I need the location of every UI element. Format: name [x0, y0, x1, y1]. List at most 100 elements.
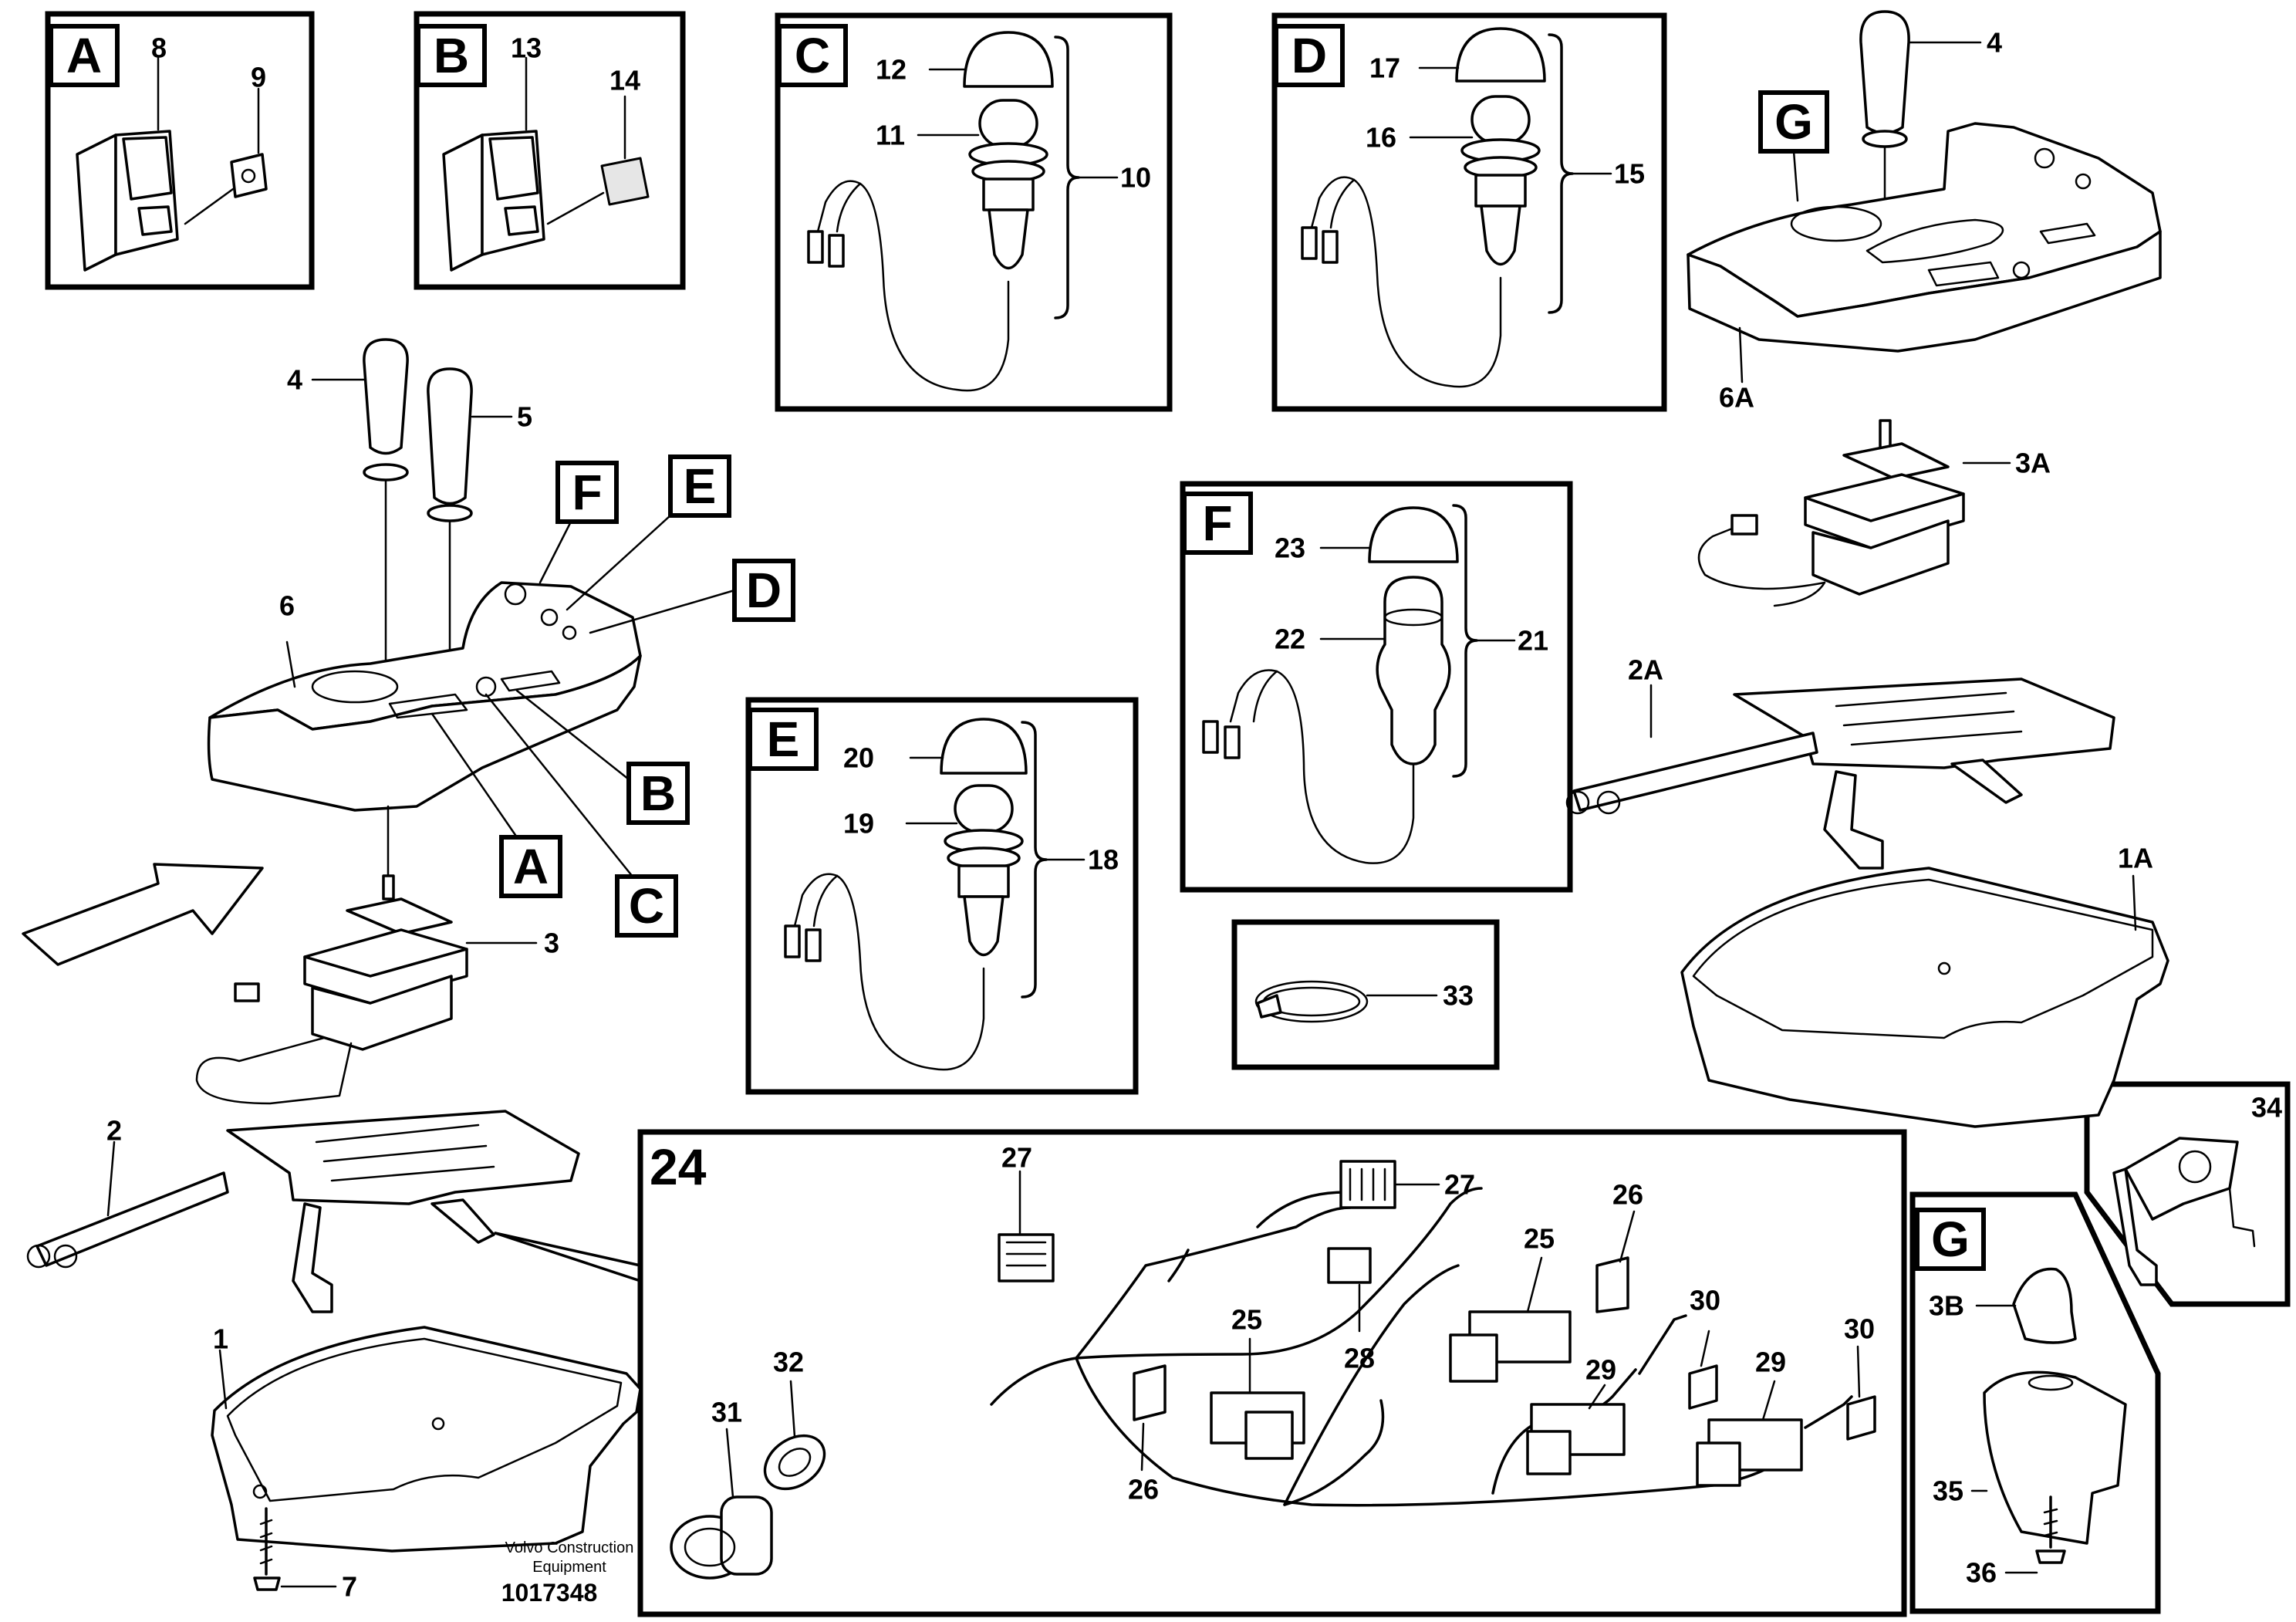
bracket-34-icon — [2112, 1137, 2256, 1286]
right-letter-g: G — [1774, 94, 1813, 150]
tray-1-icon — [211, 1326, 642, 1553]
joystick-3-icon — [303, 874, 468, 1051]
callout-29-a: 29 — [1585, 1354, 1616, 1386]
right-assembly: 4 G 6A 3A — [1565, 10, 2169, 1128]
callout-36: 36 — [1966, 1557, 1997, 1589]
callout-17: 17 — [1369, 52, 1400, 84]
company-line-1: Volvo Construction — [505, 1539, 634, 1556]
callout-16: 16 — [1366, 122, 1396, 154]
callout-21: 21 — [1518, 625, 1548, 657]
screw-7-icon — [253, 1507, 281, 1591]
main-assembly: 4 5 6 F E D B A C — [22, 338, 795, 1603]
plug-26-b-icon — [1133, 1364, 1167, 1421]
lock-symbol-9-icon — [230, 153, 268, 198]
inset-f: F 23 22 21 — [1180, 481, 1573, 893]
callout-29-b: 29 — [1755, 1347, 1786, 1378]
bracket-2-icon — [26, 1110, 580, 1313]
knob-22-icon — [1376, 576, 1451, 765]
main-letter-a: A — [513, 839, 549, 894]
callout-15: 15 — [1614, 158, 1645, 190]
inset-g-letter: G — [1931, 1211, 1970, 1267]
knob-3b-icon — [2012, 1267, 2077, 1344]
callout-3: 3 — [544, 928, 559, 959]
callout-23: 23 — [1275, 532, 1305, 564]
callout-10: 10 — [1120, 162, 1151, 194]
plug-30-b-icon — [1846, 1395, 1876, 1441]
push-button-11-icon — [968, 99, 1048, 270]
callout-35: 35 — [1933, 1475, 1963, 1507]
inset-f-letter: F — [1202, 495, 1232, 551]
grommet-32-icon — [763, 1434, 826, 1491]
push-button-19-icon — [944, 784, 1024, 957]
inset-a: A 8 9 — [45, 11, 315, 290]
direction-arrow-icon — [22, 863, 264, 966]
callout-27-b: 27 — [1444, 1169, 1475, 1201]
callout-31: 31 — [711, 1397, 742, 1428]
callout-22: 22 — [1275, 623, 1305, 655]
tray-1a-icon — [1680, 867, 2169, 1128]
console-6a-icon — [1687, 122, 2162, 353]
decal-14-icon — [600, 157, 650, 206]
cap-20-icon — [940, 718, 1028, 775]
cap-12-icon — [963, 31, 1054, 88]
cap-17-icon — [1455, 27, 1546, 83]
callout-11: 11 — [876, 120, 905, 151]
callout-28: 28 — [1344, 1343, 1375, 1374]
callout-5: 5 — [517, 401, 532, 433]
connector-28-icon — [1327, 1247, 1372, 1284]
inset-bracket: 34 — [2084, 1081, 2291, 1307]
callout-1a: 1A — [2118, 843, 2153, 874]
callout-1: 1 — [213, 1323, 228, 1355]
callout-7: 7 — [342, 1571, 357, 1603]
plug-30-a-icon — [1688, 1364, 1718, 1410]
connector-27-a-icon — [998, 1233, 1055, 1282]
callout-9: 9 — [251, 62, 266, 93]
callout-3a: 3A — [2015, 448, 2051, 479]
inset-a-letter: A — [66, 28, 102, 83]
inset-c-letter: C — [795, 28, 830, 83]
callout-20: 20 — [843, 742, 874, 774]
callout-18: 18 — [1088, 844, 1119, 876]
inset-cable-tie: 33 — [1231, 919, 1500, 1070]
push-button-16-icon — [1460, 95, 1541, 266]
inset-e: E 20 19 18 — [745, 697, 1139, 1095]
callout-6: 6 — [279, 590, 295, 622]
footer: Volvo Construction Equipment 1017348 — [501, 1539, 634, 1607]
callout-3b: 3B — [1929, 1290, 1964, 1322]
inset-b: B 13 14 — [414, 11, 686, 290]
callout-27-a: 27 — [1001, 1142, 1032, 1174]
connector-29-a-icon — [1526, 1403, 1626, 1475]
callout-19: 19 — [843, 808, 874, 840]
callout-4: 4 — [287, 364, 302, 396]
plug-26-a-icon — [1595, 1256, 1629, 1313]
main-letter-b: B — [640, 765, 676, 821]
callout-33: 33 — [1443, 980, 1474, 1012]
screw-36-icon — [2035, 1495, 2066, 1564]
callout-25-a: 25 — [1524, 1223, 1555, 1255]
callout-8: 8 — [151, 32, 167, 64]
callout-13: 13 — [511, 32, 542, 64]
console-6-icon — [207, 581, 642, 812]
company-line-2: Equipment — [532, 1559, 606, 1576]
knob-4-icon — [363, 338, 409, 482]
inset-g: G 3B 35 36 — [1909, 1191, 2161, 1614]
callout-2a: 2A — [1628, 654, 1663, 686]
callout-6a: 6A — [1719, 382, 1754, 414]
callout-30-a: 30 — [1690, 1285, 1720, 1316]
callout-2: 2 — [106, 1115, 122, 1147]
main-letter-d: D — [746, 563, 782, 618]
connector-25-a-icon — [1449, 1310, 1572, 1383]
main-letter-c: C — [629, 878, 664, 934]
inset-e-letter: E — [767, 711, 800, 767]
inset-d: D 17 16 15 — [1271, 12, 1667, 412]
inset-harness: 24 — [637, 1129, 1907, 1617]
rocker-switch-13-icon — [442, 130, 545, 272]
main-letter-e: E — [684, 458, 717, 514]
callout-30-b: 30 — [1844, 1313, 1875, 1345]
callout-12: 12 — [876, 54, 907, 86]
bracket-2a-icon — [1565, 678, 2115, 870]
cover-35-icon — [1983, 1370, 2127, 1545]
knob-5-icon — [427, 367, 473, 522]
main-letter-f: F — [572, 465, 602, 520]
